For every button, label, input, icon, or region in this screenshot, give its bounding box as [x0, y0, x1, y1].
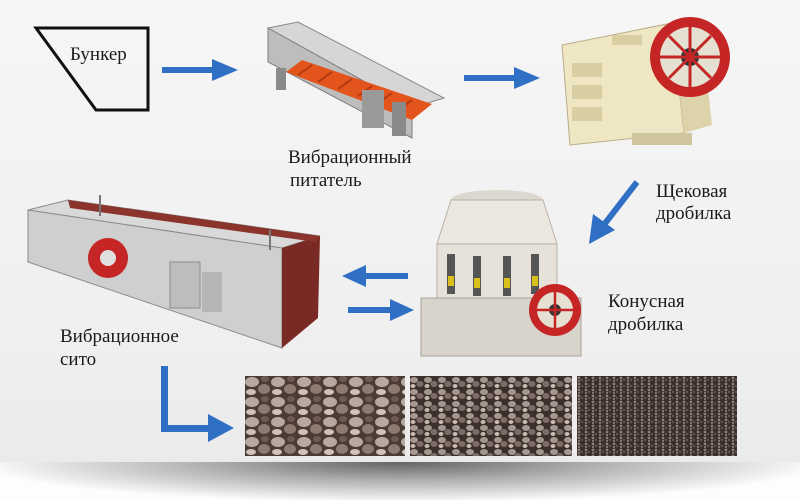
bunker-label: Бункер: [70, 44, 127, 65]
medium-gravel-image: [410, 376, 572, 456]
jaw-crusher-icon: [561, 17, 730, 146]
vibrating-screen-icon: [27, 195, 321, 349]
coarse-gravel-image: [245, 376, 405, 456]
arrow-right-icon: [162, 59, 238, 81]
vibrating-feeder-icon: [266, 21, 446, 139]
arrow-down-left-icon: [589, 180, 640, 244]
arrow-right-icon: [464, 67, 540, 89]
arrow-right-icon: [348, 299, 414, 321]
jaw-label-line2: дробилка: [656, 203, 732, 224]
hopper-outline-icon: [33, 26, 150, 112]
cone-crusher-icon: [420, 190, 582, 357]
bottom-shadow: [0, 462, 800, 500]
fine-gravel-image: [577, 376, 737, 456]
jaw-label-line1: Щековая: [656, 181, 728, 202]
feeder-label-line1: Вибрационный: [288, 147, 412, 168]
screen-label-line2: сито: [60, 349, 97, 370]
screen-label-line1: Вибрационное: [60, 326, 179, 347]
cone-label-line1: Конусная: [608, 291, 685, 312]
cone-label-line2: дробилка: [608, 314, 684, 335]
arrow-left-icon: [342, 265, 408, 287]
arrow-l-down-right-icon: [161, 366, 234, 442]
feeder-label-line2: питатель: [290, 170, 362, 191]
